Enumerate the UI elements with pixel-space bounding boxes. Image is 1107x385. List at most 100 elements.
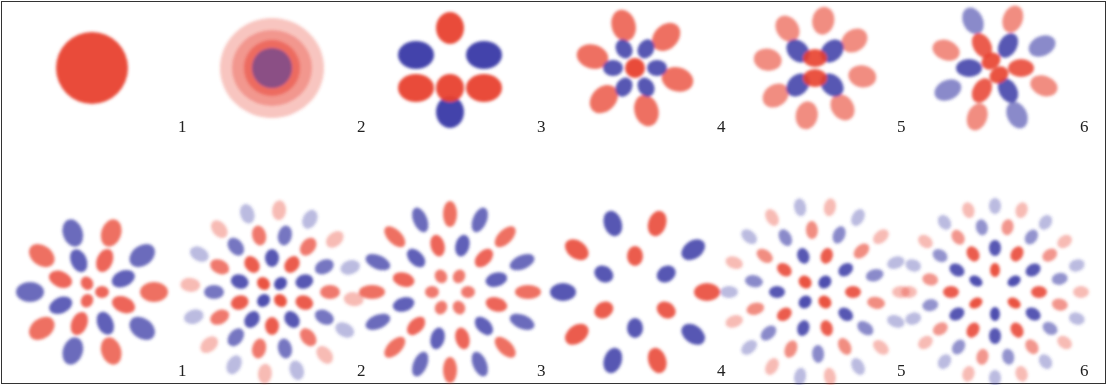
orbital-lobe: [864, 267, 885, 283]
orbital-lobe: [904, 310, 923, 326]
orbital-lobe: [281, 308, 303, 331]
orbital-lobe: [854, 318, 876, 338]
orbital-lobe: [363, 310, 392, 333]
orbital-lobe: [720, 286, 738, 298]
orbital-lobe: [967, 295, 984, 311]
orbital-lobe: [805, 221, 818, 240]
orbital-lobe: [241, 308, 263, 331]
orbital-lobe: [870, 337, 892, 358]
orbital-lobe: [265, 249, 279, 267]
orbital-lobe: [848, 207, 867, 229]
orbital-lobe: [220, 18, 324, 118]
orbital-lobe: [603, 60, 623, 76]
panel-number: 3: [537, 362, 546, 379]
orbital-lobe: [947, 305, 967, 323]
orbital-lobe: [78, 274, 95, 292]
orbital-lobe: [1036, 212, 1055, 232]
orbital-lobe: [443, 201, 457, 227]
orbital-lobe: [745, 301, 766, 317]
orbital-lobe: [398, 41, 434, 69]
orbital-lobe: [591, 298, 616, 322]
panel-number: 4: [717, 118, 726, 135]
orbital-lobe: [313, 343, 337, 367]
orbital-lobe: [866, 295, 886, 310]
orbital-lobe: [250, 337, 268, 360]
orbital-lobe: [180, 277, 201, 293]
orbital-lobe: [1000, 218, 1015, 236]
orbital-lobe: [795, 319, 811, 338]
orbital-lobe: [25, 312, 59, 345]
orbital-lobe: [276, 224, 294, 247]
orbital-lobe: [491, 223, 519, 251]
orbital-lobe: [276, 337, 294, 360]
orbital-lobe: [491, 333, 519, 361]
orbital-lobe: [1025, 31, 1059, 61]
orbital-lobe: [738, 337, 760, 358]
orbital-lobe: [391, 270, 416, 289]
orbital-lobe: [471, 313, 496, 338]
orbital-lobe: [851, 241, 872, 262]
orbital-lobe: [1073, 286, 1089, 298]
orbital-lobe: [461, 286, 475, 298]
orbital-lobe: [208, 217, 232, 241]
orbital-lobe: [47, 293, 75, 317]
panel-number: 1: [178, 362, 187, 379]
orbital-lobe: [776, 227, 795, 249]
orbital-lobe: [627, 246, 643, 266]
orbital-lobe: [803, 49, 827, 67]
orbital-lobe: [67, 247, 91, 275]
orbital-lobe: [224, 325, 247, 349]
orbital-lobe: [591, 262, 616, 286]
orbital-lobe: [960, 201, 976, 220]
orbital-lobe: [989, 240, 1001, 256]
orbital-lobe: [769, 286, 785, 298]
panel-number: 3: [537, 118, 546, 135]
orbital-lobe: [425, 286, 439, 298]
orbital-lobe: [608, 7, 639, 44]
orbital-lobe: [1023, 261, 1043, 279]
orbital-lobe: [990, 307, 1000, 321]
panel-number: 4: [717, 362, 726, 379]
orbital-lobe: [845, 286, 861, 298]
orbital-lobe: [836, 260, 856, 279]
orbital-lobe: [471, 245, 496, 270]
orbital-lobe: [294, 293, 315, 312]
orbital-lobe: [677, 319, 709, 349]
panel-number: 2: [357, 362, 366, 379]
orbital-lobe: [403, 313, 428, 338]
orbital-lobe: [758, 323, 779, 344]
orbital-lobe: [1040, 319, 1060, 338]
orbital-lobe: [265, 317, 279, 335]
orbital-lobe: [848, 356, 867, 378]
panel-number: 6: [1080, 118, 1089, 135]
orbital-lobe: [921, 272, 939, 287]
orbital-lobe: [229, 272, 250, 291]
orbital-lobe: [724, 313, 745, 330]
orbital-lobe: [16, 282, 44, 302]
orbital-lobe: [466, 74, 502, 102]
orbital-lobe: [847, 63, 878, 90]
orbital-lobe: [645, 208, 670, 238]
orbital-lobe: [299, 207, 321, 231]
orbital-lobe: [95, 286, 109, 298]
orbital-lobe: [935, 352, 954, 372]
orbital-lobe: [1036, 352, 1055, 372]
orbital-lobe: [915, 232, 935, 251]
orbital-lobe: [600, 345, 625, 375]
orbital-lobe: [904, 257, 923, 273]
orbital-lobe: [271, 200, 287, 221]
orbital-lobe: [312, 256, 336, 277]
orbital-lobe: [612, 36, 636, 61]
orbital-lobe: [436, 74, 464, 102]
orbital-lobe: [631, 92, 662, 129]
orbital-lobe: [612, 74, 636, 99]
orbital-lobe: [812, 345, 825, 364]
orbital-lobe: [67, 309, 91, 337]
orbital-lobe: [281, 253, 303, 276]
orbital-lobe: [967, 273, 984, 289]
orbital-lobe: [254, 291, 272, 309]
orbital-lobe: [363, 251, 392, 274]
orbital-lobe: [453, 326, 472, 351]
